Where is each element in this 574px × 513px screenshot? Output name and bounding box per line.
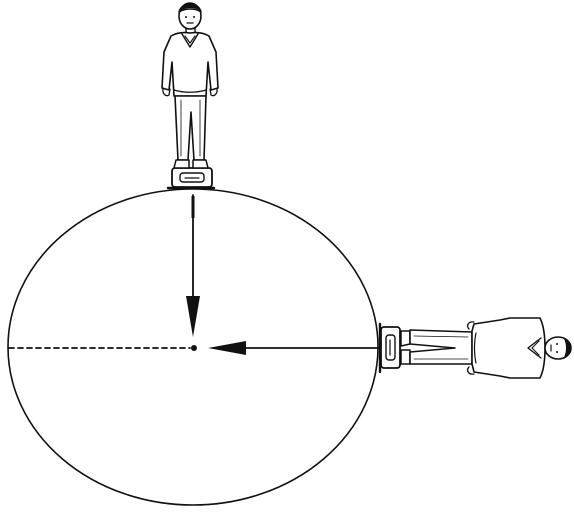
vertical-gravity-arrow <box>186 195 200 337</box>
scale-top <box>168 168 214 188</box>
scale-right <box>380 324 400 372</box>
earth-center-point <box>191 345 197 351</box>
horizontal-gravity-arrow <box>208 341 381 355</box>
lying-person-right <box>401 318 571 378</box>
standing-person-top <box>162 3 218 168</box>
